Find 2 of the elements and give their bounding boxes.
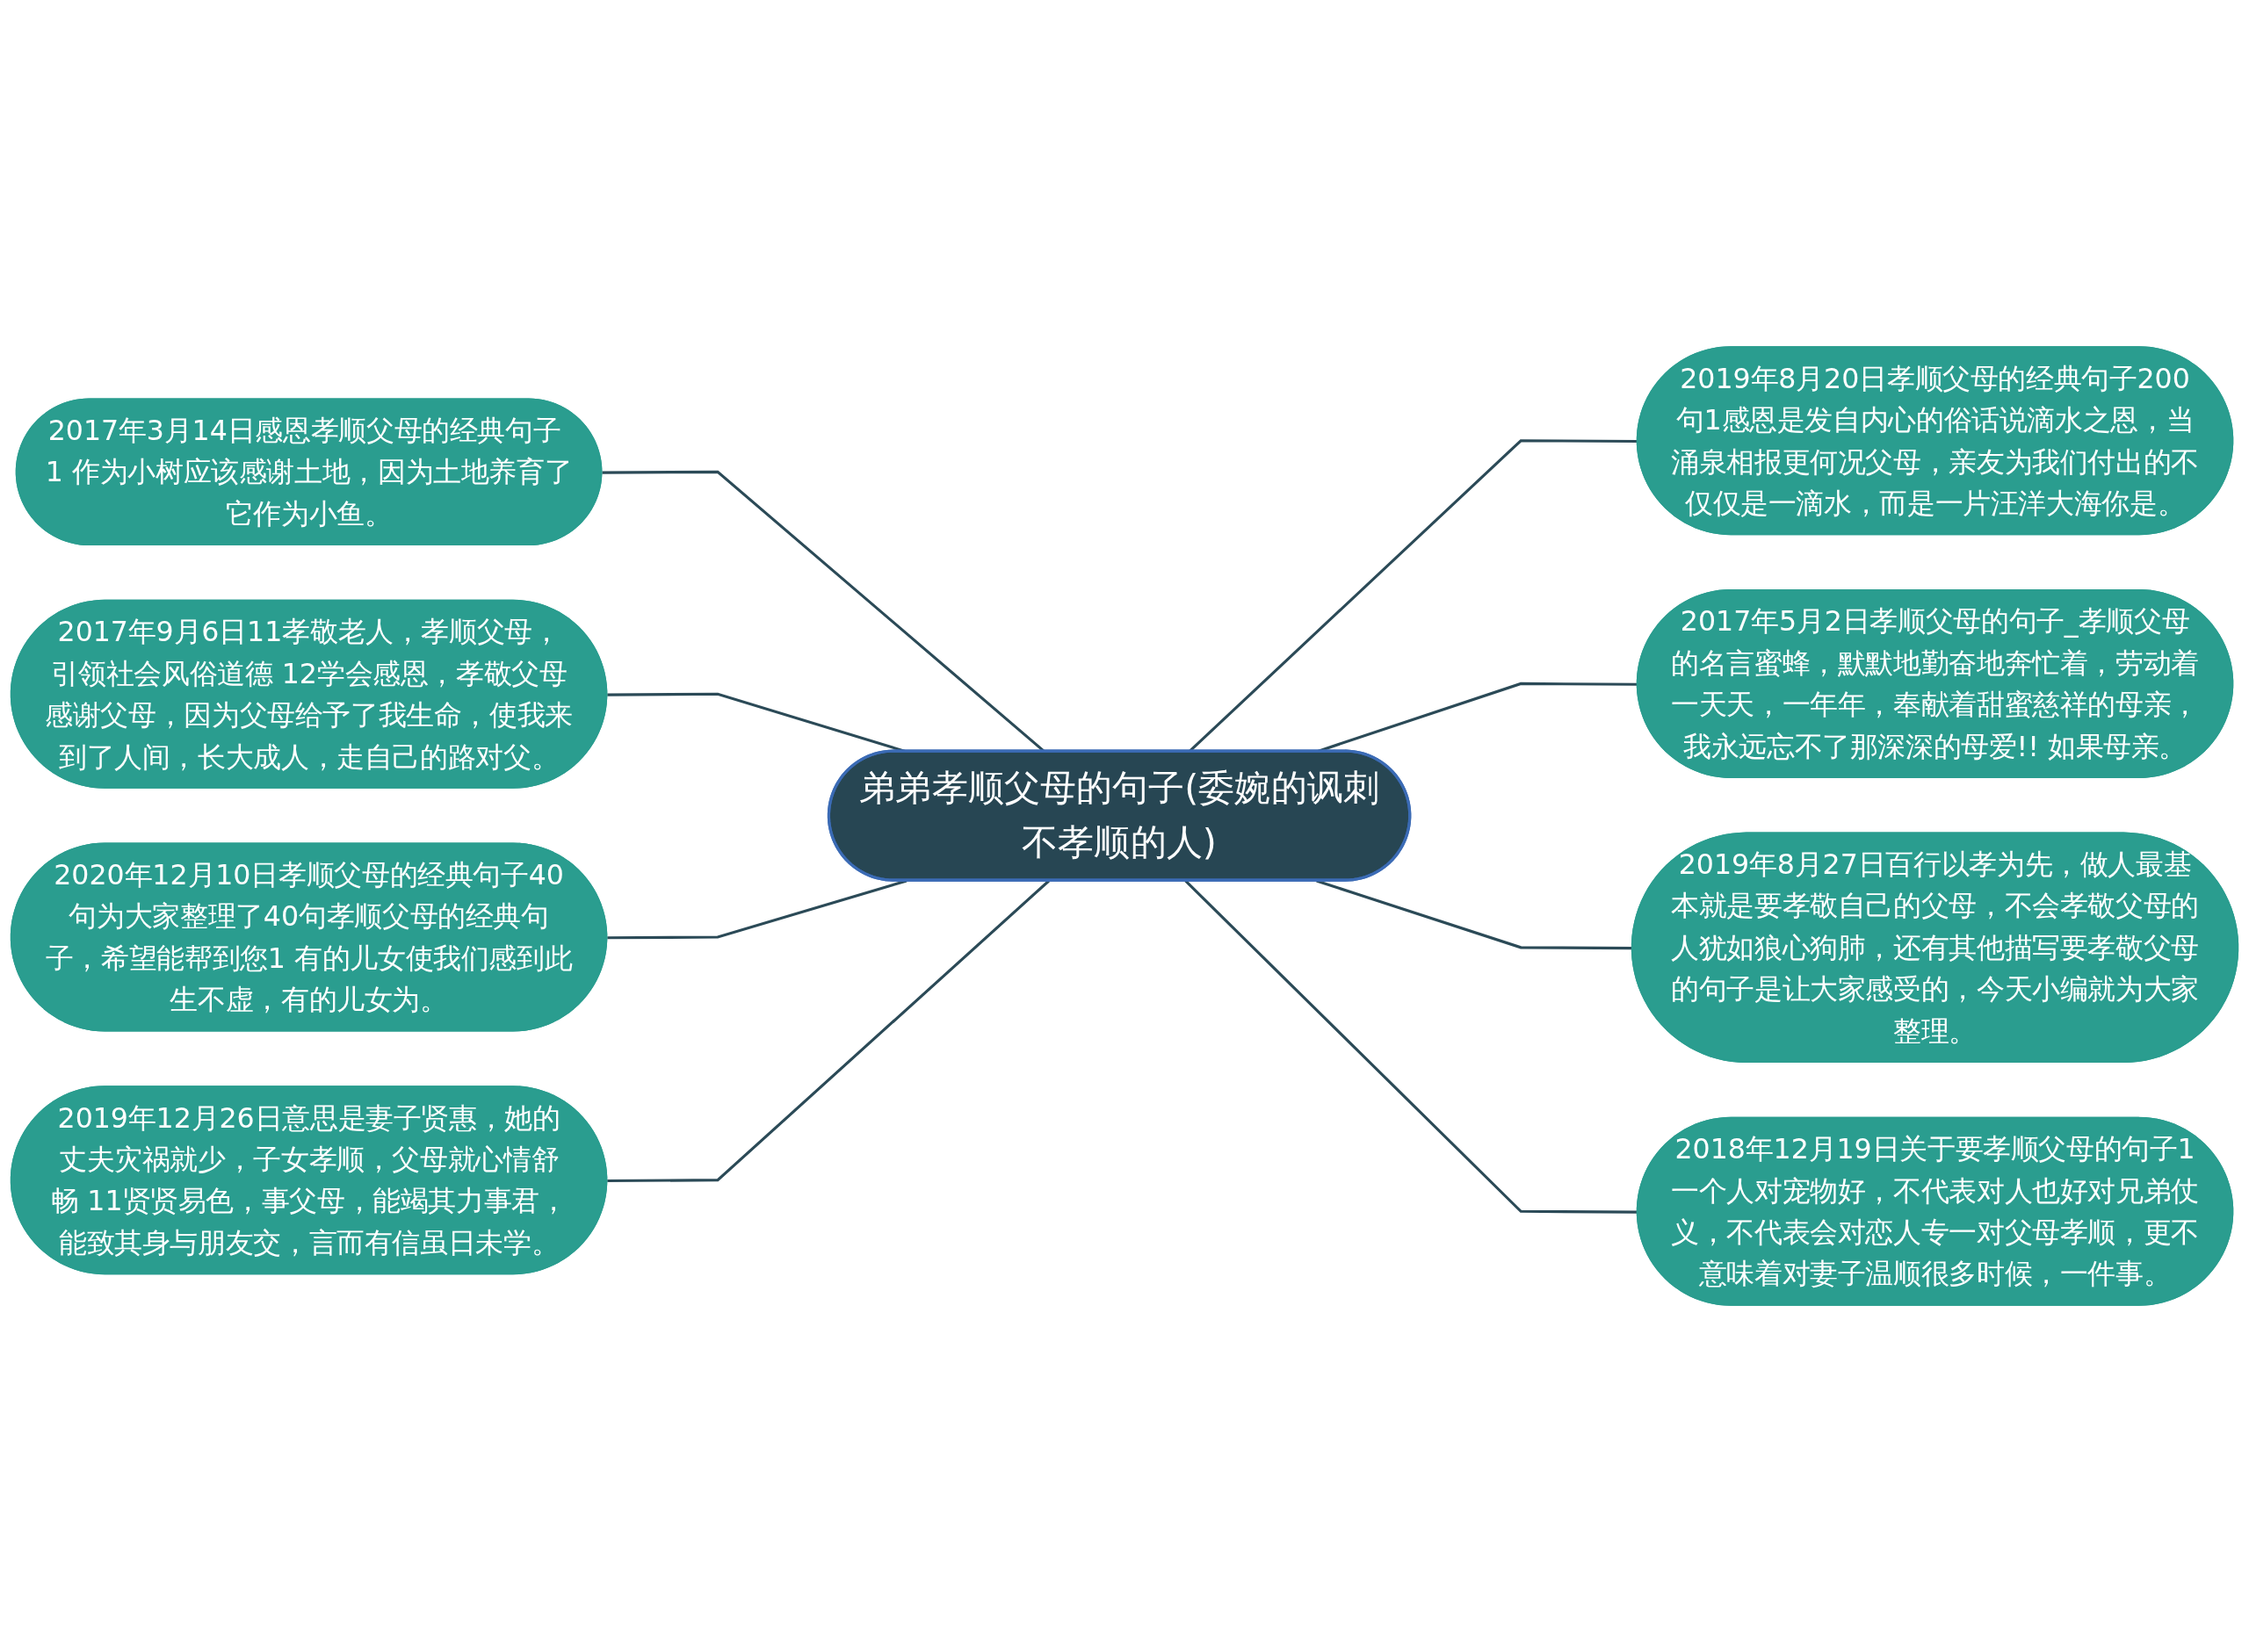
connector [607,879,1050,1183]
connector [607,879,908,940]
